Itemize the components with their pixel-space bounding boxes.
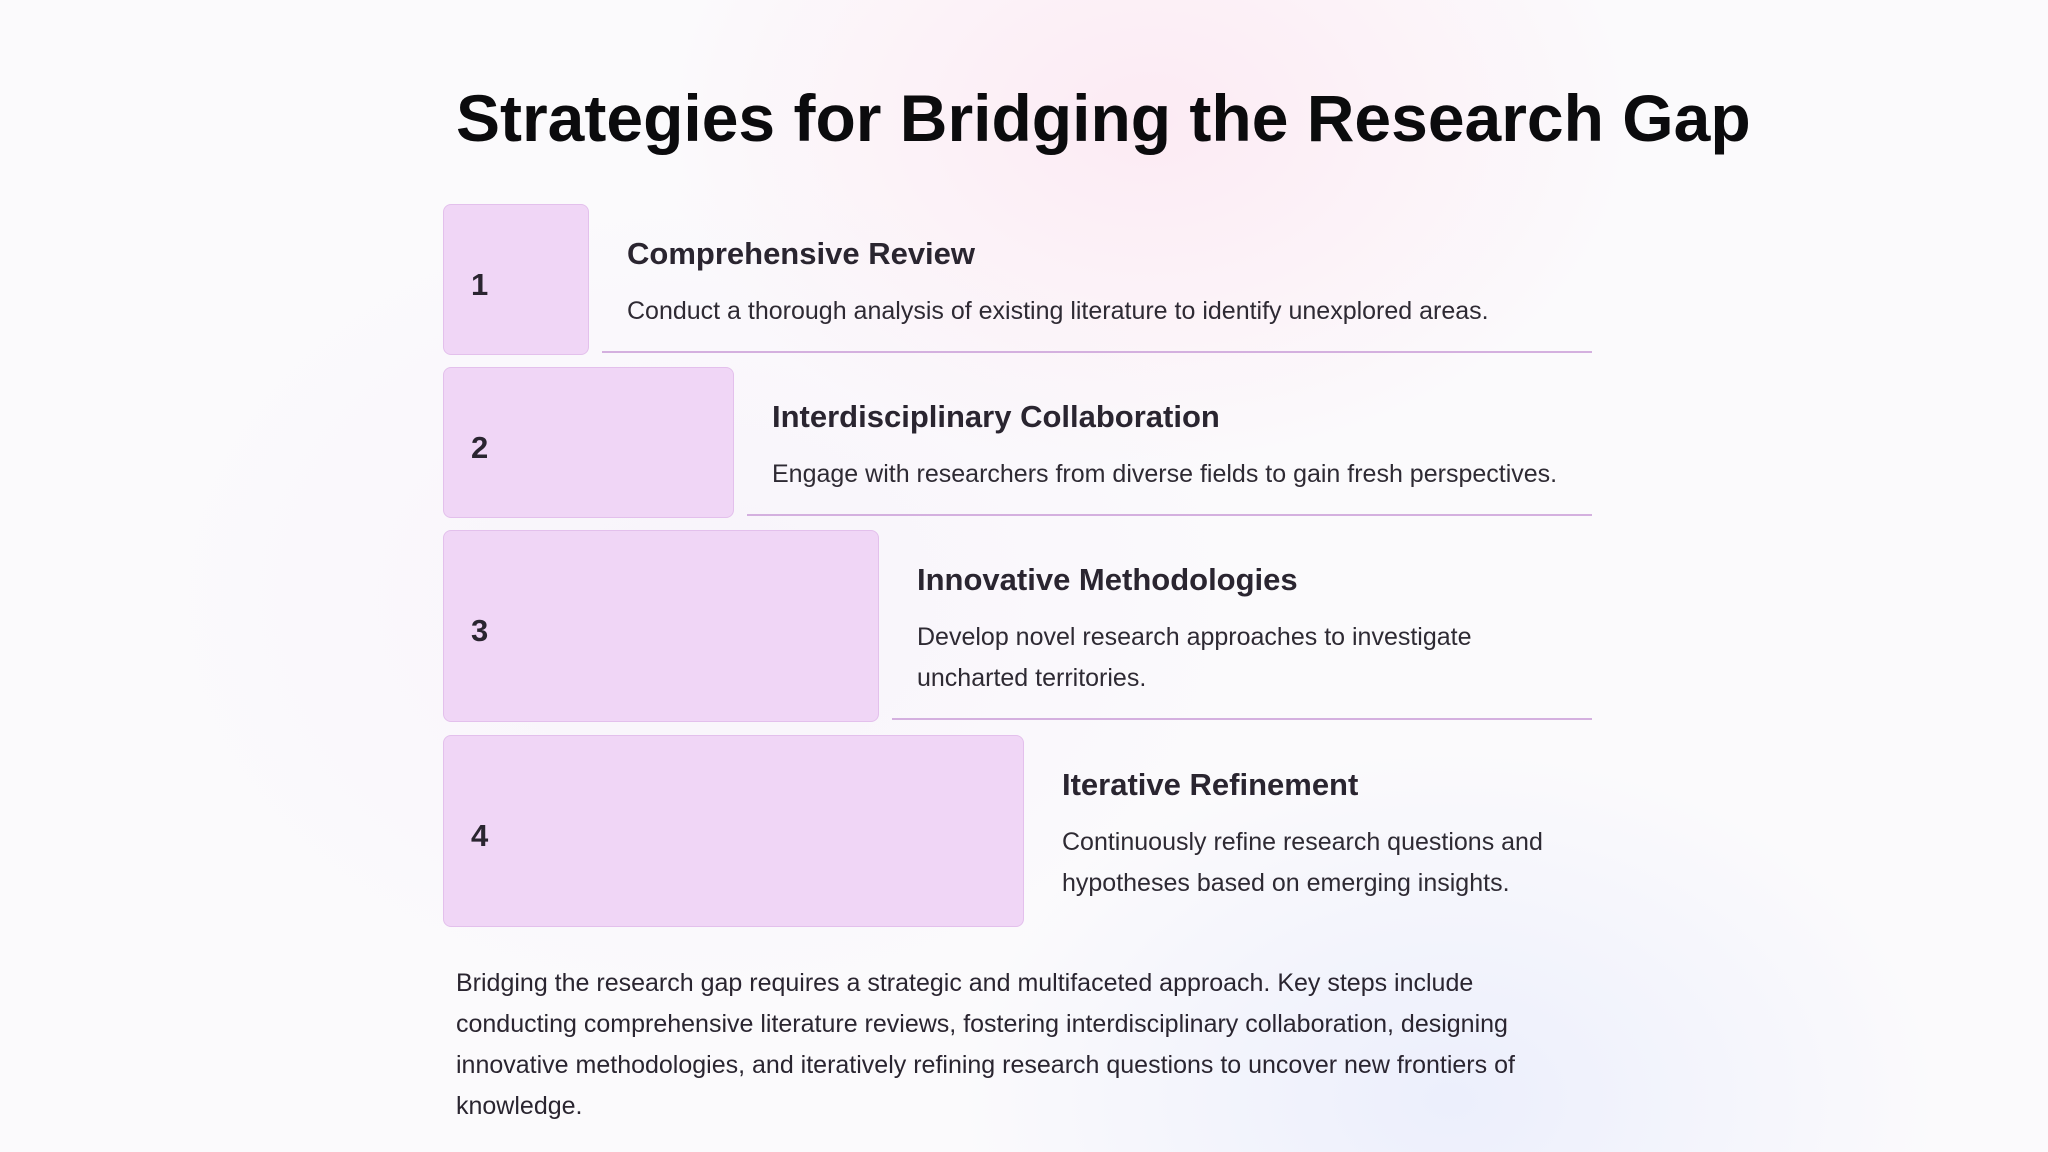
step-number-box: 4 bbox=[443, 735, 1024, 927]
step-number: 4 bbox=[471, 818, 489, 853]
step-number-box: 2 bbox=[443, 367, 734, 518]
step-description: Continuously refine research questions a… bbox=[1062, 828, 1543, 897]
step-heading: Interdisciplinary Collaboration bbox=[772, 399, 1220, 434]
step-description: Develop novel research approaches to inv… bbox=[917, 623, 1472, 692]
step-content: Iterative Refinement Continuously refine… bbox=[1062, 765, 1592, 904]
step-divider bbox=[747, 514, 1592, 516]
step-divider bbox=[602, 351, 1592, 353]
step-number-box: 3 bbox=[443, 530, 879, 722]
step-heading: Innovative Methodologies bbox=[917, 562, 1298, 597]
step-heading: Comprehensive Review bbox=[627, 236, 976, 271]
step-content: Interdisciplinary Collaboration Engage w… bbox=[772, 397, 1572, 495]
step-number: 1 bbox=[471, 267, 489, 302]
summary-paragraph: Bridging the research gap requires a str… bbox=[456, 969, 1515, 1120]
step-description: Conduct a thorough analysis of existing … bbox=[627, 297, 1489, 325]
step-description: Engage with researchers from diverse fie… bbox=[772, 460, 1558, 488]
step-divider bbox=[892, 718, 1592, 720]
step-heading: Iterative Refinement bbox=[1062, 767, 1359, 802]
step-number: 2 bbox=[471, 430, 489, 465]
step-number: 3 bbox=[471, 613, 489, 648]
step-number-box: 1 bbox=[443, 204, 589, 355]
step-content: Innovative Methodologies Develop novel r… bbox=[917, 560, 1497, 699]
page-title: Strategies for Bridging the Research Gap bbox=[456, 81, 1751, 155]
step-content: Comprehensive Review Conduct a thorough … bbox=[627, 234, 1567, 332]
